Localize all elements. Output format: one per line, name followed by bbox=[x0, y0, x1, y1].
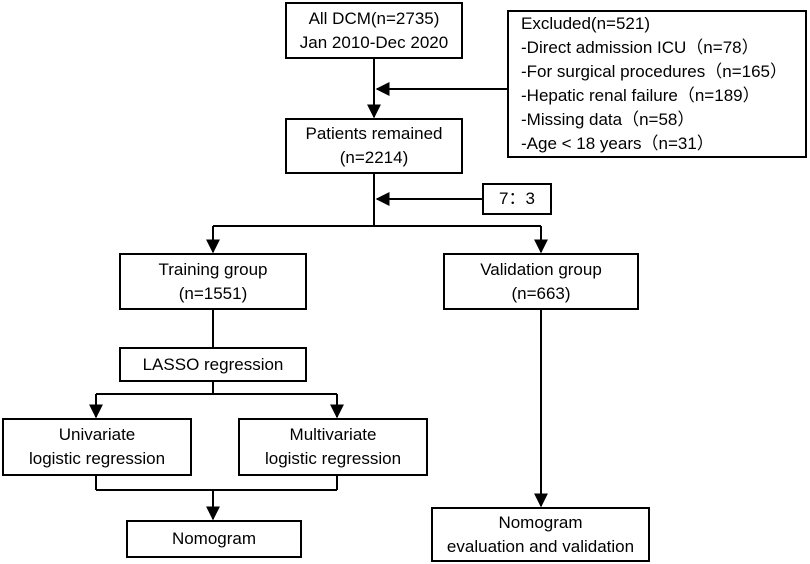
excluded-item: -Age < 18 years（n=31） bbox=[521, 134, 714, 153]
remained-label: Patients remained bbox=[305, 124, 443, 143]
training-group-box: Training group (n=1551) bbox=[119, 253, 307, 310]
remained-count: (n=2214) bbox=[339, 148, 409, 167]
patients-remained-box: Patients remained (n=2214) bbox=[285, 118, 463, 174]
nomogram-eval-box: Nomogram evaluation and validation bbox=[431, 507, 650, 562]
all-dcm-period: Jan 2010-Dec 2020 bbox=[299, 32, 449, 52]
excluded-item: -Missing data（n=58） bbox=[521, 110, 695, 129]
training-count: (n=1551) bbox=[178, 283, 248, 303]
excluded-title: Excluded(n=521) bbox=[521, 14, 651, 33]
validation-count: (n=663) bbox=[511, 283, 571, 303]
multivariate-line2: logistic regression bbox=[264, 449, 402, 468]
nomogram-eval-line2: evaluation and validation bbox=[446, 536, 635, 556]
training-label: Training group bbox=[158, 259, 268, 279]
validation-group-box: Validation group (n=663) bbox=[443, 253, 639, 310]
lasso-label: LASSO regression bbox=[142, 354, 284, 374]
nomogram-label: Nomogram bbox=[171, 529, 257, 548]
excluded-item: -Direct admission ICU（n=78） bbox=[521, 38, 759, 57]
univariate-line2: logistic regression bbox=[28, 449, 166, 468]
nomogram-box: Nomogram bbox=[126, 520, 302, 558]
lasso-box: LASSO regression bbox=[119, 347, 307, 382]
nomogram-eval-line1: Nomogram bbox=[498, 512, 583, 532]
all-dcm-count: All DCM(n=2735) bbox=[308, 8, 440, 28]
all-dcm-box: All DCM(n=2735) Jan 2010-Dec 2020 bbox=[285, 2, 463, 59]
multivariate-line1: Multivariate bbox=[289, 425, 377, 444]
univariate-line1: Univariate bbox=[58, 425, 136, 444]
multivariate-box: Multivariate logistic regression bbox=[238, 418, 428, 476]
excluded-item: -For surgical procedures（n=165） bbox=[521, 62, 787, 81]
split-ratio-label: 7：3 bbox=[499, 189, 535, 208]
validation-label: Validation group bbox=[480, 259, 602, 279]
split-ratio-box: 7：3 bbox=[482, 183, 552, 215]
excluded-item: -Hepatic renal failure（n=189） bbox=[521, 86, 760, 105]
excluded-box: Excluded(n=521) -Direct admission ICU（n=… bbox=[507, 10, 807, 158]
univariate-box: Univariate logistic regression bbox=[2, 418, 192, 476]
